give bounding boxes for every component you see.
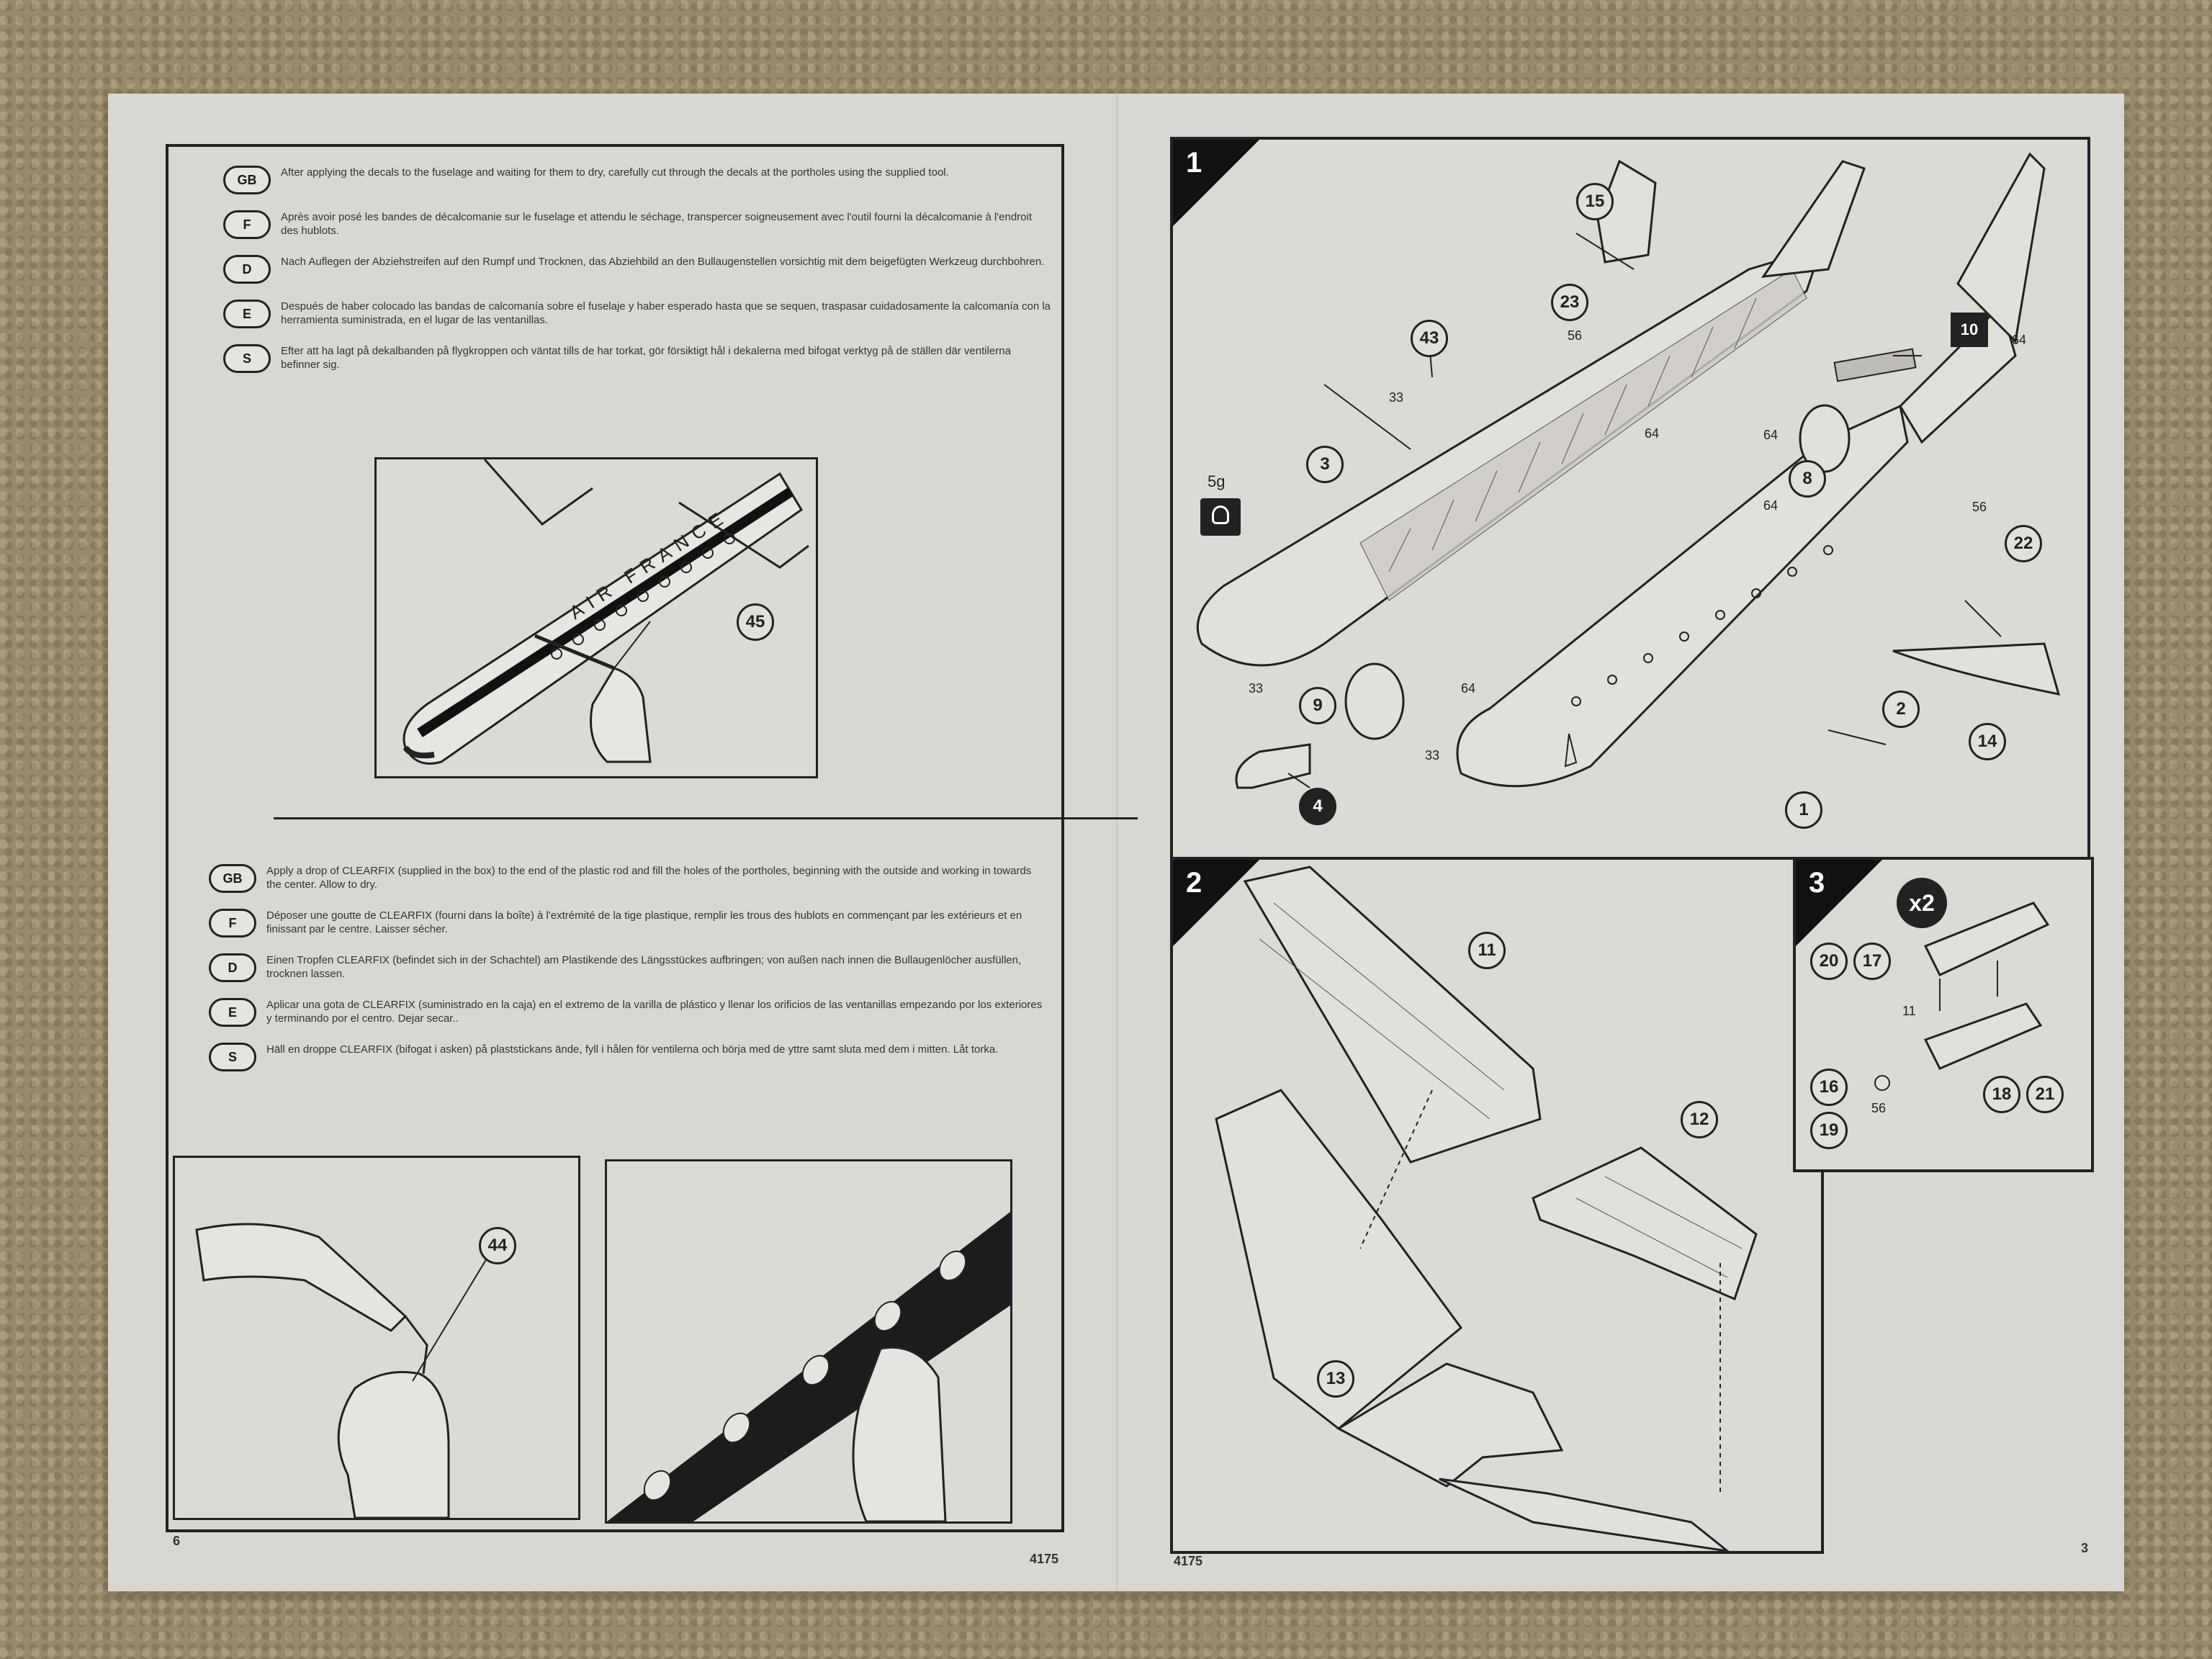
fuselage-drawing — [403, 459, 809, 765]
left-page-frame — [166, 144, 1064, 1532]
part-ref-label: 33 — [1425, 748, 1440, 763]
part-callout: 13 — [1317, 1360, 1354, 1398]
right-page-number: 3 — [2081, 1541, 2089, 1555]
part-ref-label: 33 — [1389, 390, 1404, 405]
instruction-d: D Nach Auflegen der Abziehstreifen auf d… — [223, 255, 1051, 284]
step-corner-triangle — [1173, 860, 1259, 946]
step-number: 3 — [1809, 867, 1825, 899]
left-page-number: 6 — [173, 1534, 181, 1548]
instruction-e: E Después de haber colocado las bandas d… — [223, 300, 1051, 328]
part-callout: 19 — [1810, 1112, 1848, 1149]
engine-nacelle-drawing — [1874, 902, 2050, 1091]
section1-instructions: GB After applying the decals to the fuse… — [223, 166, 1051, 389]
lang-badge: S — [223, 344, 271, 373]
instruction-d: D Einen Tropfen CLEARFIX (befindet sich … — [209, 953, 1044, 982]
part-callout: 21 — [2026, 1076, 2064, 1113]
part-callout: 20 — [1810, 943, 1848, 980]
lang-badge: E — [209, 998, 256, 1027]
part-callout: 8 — [1789, 460, 1826, 498]
step-corner-triangle — [1173, 140, 1259, 226]
decal-cutting-figure: AIR FRANCE 45 — [374, 457, 818, 778]
part-callout: 17 — [1853, 943, 1891, 980]
clearfix-apply-figure: 44 — [173, 1156, 580, 1520]
instruction-text: After applying the decals to the fuselag… — [281, 166, 949, 179]
instruction-text: Efter att ha lagt på dekalbanden på flyg… — [281, 345, 1011, 371]
step-number-badge: 2 — [1173, 860, 1259, 946]
part-callout: 23 — [1551, 284, 1588, 321]
lang-badge: F — [223, 210, 271, 239]
lang-badge: F — [209, 909, 256, 938]
part-callout-dark: 4 — [1299, 788, 1336, 825]
instruction-sheet: GB After applying the decals to the fuse… — [108, 94, 2124, 1591]
part-ref-label: 64 — [1763, 498, 1779, 513]
part-callout: 3 — [1306, 446, 1344, 483]
part-callout: 18 — [1983, 1076, 2020, 1113]
step1-frame: 1 15 23 43 3 10 8 22 9 2 14 4 1 5g 56 33… — [1170, 137, 2090, 863]
instruction-f: F Après avoir posé les bandes de décalco… — [223, 210, 1051, 239]
instruction-e: E Aplicar una gota de CLEARFIX (suminist… — [209, 998, 1044, 1027]
part-callout: 11 — [1468, 932, 1506, 969]
part-ref-label: 11 — [1902, 1004, 1916, 1018]
part-callout: 14 — [1969, 723, 2006, 760]
instruction-text: Apply a drop of CLEARFIX (supplied in th… — [266, 865, 1032, 891]
step-number: 2 — [1186, 867, 1202, 899]
part-callout-highlighted: 10 — [1951, 313, 1988, 347]
instruction-text: Después de haber colocado las bandas de … — [281, 300, 1051, 326]
lang-badge: D — [209, 953, 256, 982]
part-callout: 2 — [1882, 691, 1920, 728]
part-ref-label: 64 — [1763, 428, 1779, 442]
part-ref-label: 64 — [1645, 426, 1660, 441]
part-callout: 9 — [1299, 687, 1336, 724]
instruction-text: Nach Auflegen der Abziehstreifen auf den… — [281, 256, 1045, 268]
porthole-fill-figure — [605, 1159, 1012, 1524]
part-callout: 43 — [1411, 320, 1448, 357]
step-number-badge: 3 — [1796, 860, 1882, 946]
part-ref-label: 56 — [1568, 328, 1583, 343]
lang-badge: GB — [209, 864, 256, 893]
instruction-f: F Déposer une goutte de CLEARFIX (fourni… — [209, 909, 1044, 938]
instruction-gb: GB Apply a drop of CLEARFIX (supplied in… — [209, 864, 1044, 893]
lang-badge: S — [209, 1043, 256, 1071]
part-ref-label: 56 — [1871, 1101, 1887, 1115]
part-callout: 15 — [1576, 183, 1614, 220]
instruction-text: Déposer une goutte de CLEARFIX (fourni d… — [266, 909, 1022, 935]
weight-icon — [1200, 498, 1241, 536]
section-divider — [274, 817, 1138, 819]
step-number: 1 — [1186, 147, 1202, 179]
part-callout: 45 — [737, 603, 774, 641]
section2-instructions: GB Apply a drop of CLEARFIX (supplied in… — [209, 864, 1044, 1087]
step2-frame: 2 11 12 13 — [1170, 857, 1824, 1554]
quantity-multiplier: x2 — [1897, 878, 1947, 928]
instruction-s: S Efter att ha lagt på dekalbanden på fl… — [223, 344, 1051, 373]
weight-label: 5g — [1208, 472, 1226, 490]
lang-badge: GB — [223, 166, 271, 194]
fuselage-assembly-drawing — [1196, 152, 2061, 789]
instruction-text: Einen Tropfen CLEARFIX (befindet sich in… — [266, 954, 1022, 980]
step-corner-triangle — [1796, 860, 1882, 946]
part-callout: 44 — [479, 1227, 516, 1264]
part-callout: 1 — [1785, 791, 1822, 829]
instruction-text: Après avoir posé les bandes de décalcoma… — [281, 211, 1033, 237]
part-callout: 22 — [2005, 525, 2042, 562]
right-kit-number: 4175 — [1174, 1554, 1203, 1568]
hand-tool-drawing — [195, 1223, 496, 1518]
left-kit-number: 4175 — [1030, 1552, 1059, 1566]
instruction-text: Aplicar una gota de CLEARFIX (suministra… — [266, 999, 1043, 1025]
center-fold — [1116, 94, 1118, 1591]
instruction-s: S Häll en droppe CLEARFIX (bifogat i ask… — [209, 1043, 1044, 1071]
lang-badge: E — [223, 300, 271, 328]
part-ref-label: 64 — [2012, 333, 2027, 347]
part-ref-label: 33 — [1249, 681, 1264, 696]
step3-frame: 3 x2 20 17 16 19 18 21 11 56 — [1793, 857, 2094, 1172]
part-ref-label: 64 — [1461, 681, 1476, 696]
lang-badge: D — [223, 255, 271, 284]
part-callout: 16 — [1810, 1069, 1848, 1106]
porthole-strip-drawing — [607, 1212, 1010, 1521]
instruction-text: Häll en droppe CLEARFIX (bifogat i asken… — [266, 1043, 999, 1056]
step-number-badge: 1 — [1173, 140, 1259, 226]
instruction-gb: GB After applying the decals to the fuse… — [223, 166, 1051, 194]
part-ref-label: 56 — [1972, 500, 1987, 514]
wing-assembly-drawing — [1215, 866, 1758, 1551]
part-callout: 12 — [1681, 1101, 1718, 1138]
